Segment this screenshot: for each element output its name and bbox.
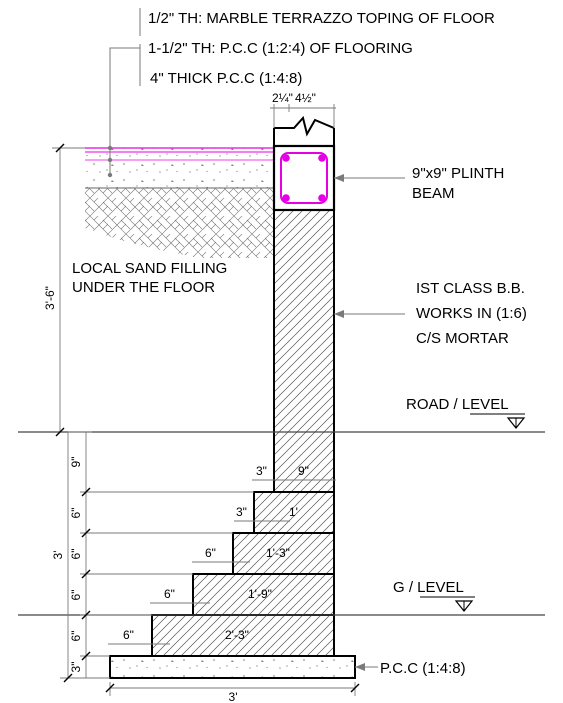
dim-v-5: 6" [69,631,83,642]
note-plinth-beam-2: BEAM [412,185,455,202]
dim-height-above: 3'-6" [43,286,57,310]
dim-step2-width: 1'-3" [266,546,290,560]
rebar [318,194,326,202]
dim-step3-width: 1'-9" [248,587,272,601]
leader-dots [107,145,365,671]
dim-step2-offset: 6" [205,546,216,560]
dim-step3-offset: 6" [164,587,175,601]
note-pcc-flooring: 1-1/2" TH: P.C.C (1:2:4) OF FLOORING [148,40,413,57]
dimension-ticks [55,143,360,693]
note-sand-filling-2: UNDER THE FLOOR [72,279,215,296]
note-brick-work-3: C/S MORTAR [416,330,509,347]
note-plinth-beam: 9"x9" PLINTH [412,165,504,182]
rebar [282,194,290,202]
footing-steps [109,491,356,679]
brick-wall [273,209,335,493]
stirrup [280,152,328,204]
wall-assembly [272,115,336,493]
dim-v-6: 3" [69,662,83,673]
annotations: 1/2" TH: MARBLE TERRAZZO TOPING OF FLOOR… [72,10,527,677]
dim-step0-width: 9" [298,464,309,478]
footing-step-1 [253,491,335,534]
dim-v-1: 9" [69,457,83,468]
dim-step4-width: 2'-3" [225,628,249,642]
rebar [282,154,290,162]
note-sand-filling: LOCAL SAND FILLING [72,260,227,277]
note-brick-work: IST CLASS B.B. [416,280,525,297]
dim-base-width: 3' [229,690,238,703]
pcc-base [109,655,356,679]
floor-layers [85,147,274,258]
dim-step4-offset: 6" [123,628,134,642]
dim-step1-offset: 3" [236,505,247,519]
dim-v-2: 6" [69,508,83,519]
dim-height-below: 3' [51,551,65,560]
dim-top-b: 4½" [295,91,316,105]
note-pcc-thick: 4" THICK P.C.C (1:4:8) [150,70,302,87]
dim-v-4: 6" [69,590,83,601]
dim-top-a: 2¼" [272,91,293,105]
note-brick-work-2: WORKS IN (1:6) [416,305,527,322]
dimension-labels: 2¼" 4½" 3'-6" 3' 9" 6" 6" 6" 6" 3" 3" 9"… [43,91,316,703]
dim-step0-offset: 3" [256,464,267,478]
ground-level-label: G / LEVEL [393,579,464,596]
road-level-label: ROAD / LEVEL [406,396,509,413]
note-terrazzo: 1/2" TH: MARBLE TERRAZZO TOPING OF FLOOR [148,10,495,27]
rebar [318,154,326,162]
pcc-floor-layer [85,148,274,188]
leaders [109,8,405,668]
wall-break-symbol [274,115,335,137]
sand-filling-hatch [85,188,274,258]
pcc-base-label: P.C.C (1:4:8) [380,660,466,677]
dim-v-3: 6" [69,549,83,560]
dimension-lines [52,104,356,696]
dim-step1-width: 1' [289,505,298,519]
